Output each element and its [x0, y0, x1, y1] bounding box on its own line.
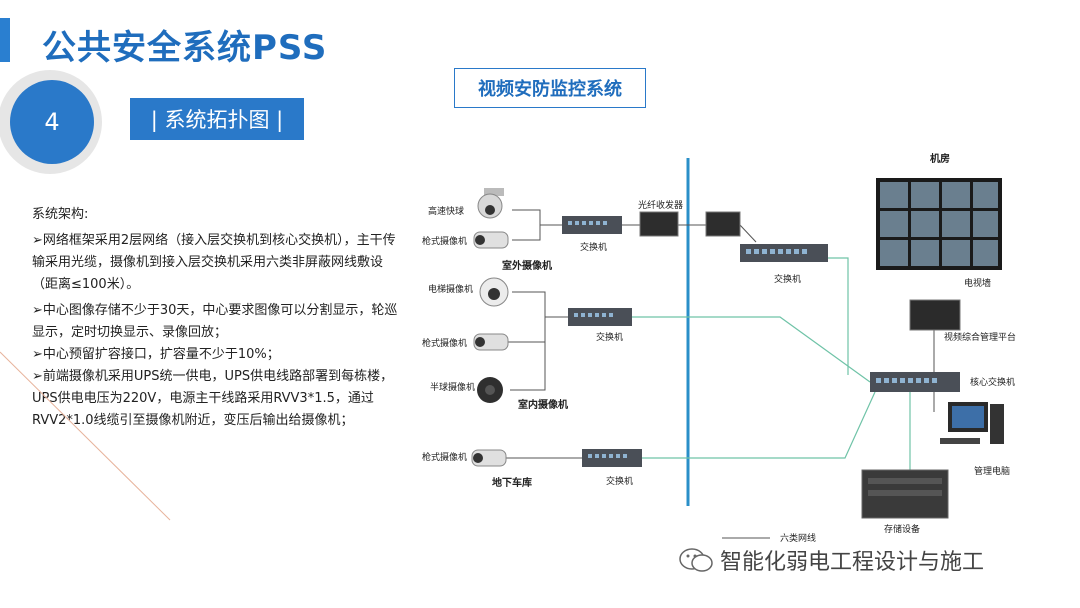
indoor-switch-icon	[568, 308, 632, 326]
label-outdoor-cam1: 高速快球	[428, 205, 464, 217]
green-link-indoor-core	[690, 316, 871, 383]
decorative-diagonal	[0, 351, 171, 521]
label-outdoor-cam2: 枪式摄像机	[422, 235, 467, 247]
description-heading: 系统架构:	[32, 207, 89, 222]
management-pc-icon	[940, 402, 1004, 444]
description-point-1: ➢网络框架采用2层网络（接入层交换机到核心交换机），主干传输采用光缆，摄像机到接…	[32, 233, 396, 292]
link-fiber-to-main	[739, 224, 757, 243]
label-legend: 六类网线	[780, 532, 816, 544]
label-garage-cam: 枪式摄像机	[422, 451, 467, 463]
label-fiber: 光纤收发器	[638, 199, 683, 211]
label-management-pc: 管理电脑	[974, 465, 1010, 477]
page-title: 公共安全系统PSS	[42, 28, 328, 68]
green-link-garage-core	[740, 391, 876, 459]
bullet-camera-icon-outdoor	[473, 231, 509, 249]
description-point-2: ➢中心图像存储不少于30天，中心要求图像可以分割显示，轮巡显示，定时切换显示、录…	[32, 303, 398, 340]
tv-wall-icon	[876, 178, 1002, 270]
main-switch-icon	[740, 244, 828, 262]
label-garage-group: 地下车库	[492, 476, 532, 489]
label-indoor-cam2: 枪式摄像机	[422, 337, 467, 349]
label-room: 机房	[930, 152, 950, 165]
link-outdoor-cams	[512, 209, 541, 241]
diagram-title: 视频安防监控系统	[454, 68, 646, 108]
label-tv-wall: 电视墙	[964, 277, 991, 289]
label-platform: 视频综合管理平台	[944, 331, 1016, 343]
link-indoor-cams	[510, 291, 546, 391]
bullet-camera-icon-garage	[471, 449, 507, 467]
title-accent-bar	[0, 18, 10, 62]
storage-device-icon	[861, 469, 949, 519]
label-indoor-switch: 交换机	[596, 331, 623, 343]
elevator-camera-icon	[479, 277, 509, 307]
description-point-4: ➢前端摄像机采用UPS统一供电，UPS供电线路部署到每栋楼，UPS供电电压为22…	[32, 369, 394, 428]
label-indoor-group: 室内摄像机	[518, 398, 568, 411]
system-description: 系统架构: ➢网络框架采用2层网络（接入层交换机到核心交换机），主干传输采用光缆…	[32, 204, 402, 432]
section-label: | 系统拓扑图 |	[130, 98, 304, 140]
label-indoor-cam3: 半球摄像机	[430, 381, 475, 393]
label-outdoor-group: 室外摄像机	[502, 259, 552, 272]
garage-switch-icon	[582, 449, 642, 467]
label-garage-switch: 交换机	[606, 475, 633, 487]
green-link-main-core	[806, 257, 849, 375]
label-main-switch: 交换机	[774, 273, 801, 285]
description-point-3: ➢中心预留扩容接口，扩容量不少于10%；	[32, 347, 280, 362]
speed-dome-icon	[477, 188, 504, 219]
label-storage: 存储设备	[884, 523, 920, 535]
watermark-text: 智能化弱电工程设计与施工	[720, 550, 985, 575]
label-indoor-cam1: 电梯摄像机	[428, 283, 473, 295]
fiber-transceiver-icon-1	[639, 211, 679, 237]
fiber-transceiver-icon-2	[705, 211, 741, 237]
wechat-icon	[679, 548, 713, 572]
watermark: 智能化弱电工程设计与施工	[678, 544, 984, 576]
label-core-switch: 核心交换机	[970, 376, 1015, 388]
core-switch-icon	[870, 372, 960, 392]
label-outdoor-switch: 交换机	[580, 241, 607, 253]
half-dome-camera-icon	[477, 377, 503, 403]
section-number: 4	[10, 80, 94, 164]
bullet-camera-icon-indoor	[473, 333, 509, 351]
outdoor-switch-icon	[562, 216, 622, 234]
management-platform-icon	[909, 299, 961, 331]
